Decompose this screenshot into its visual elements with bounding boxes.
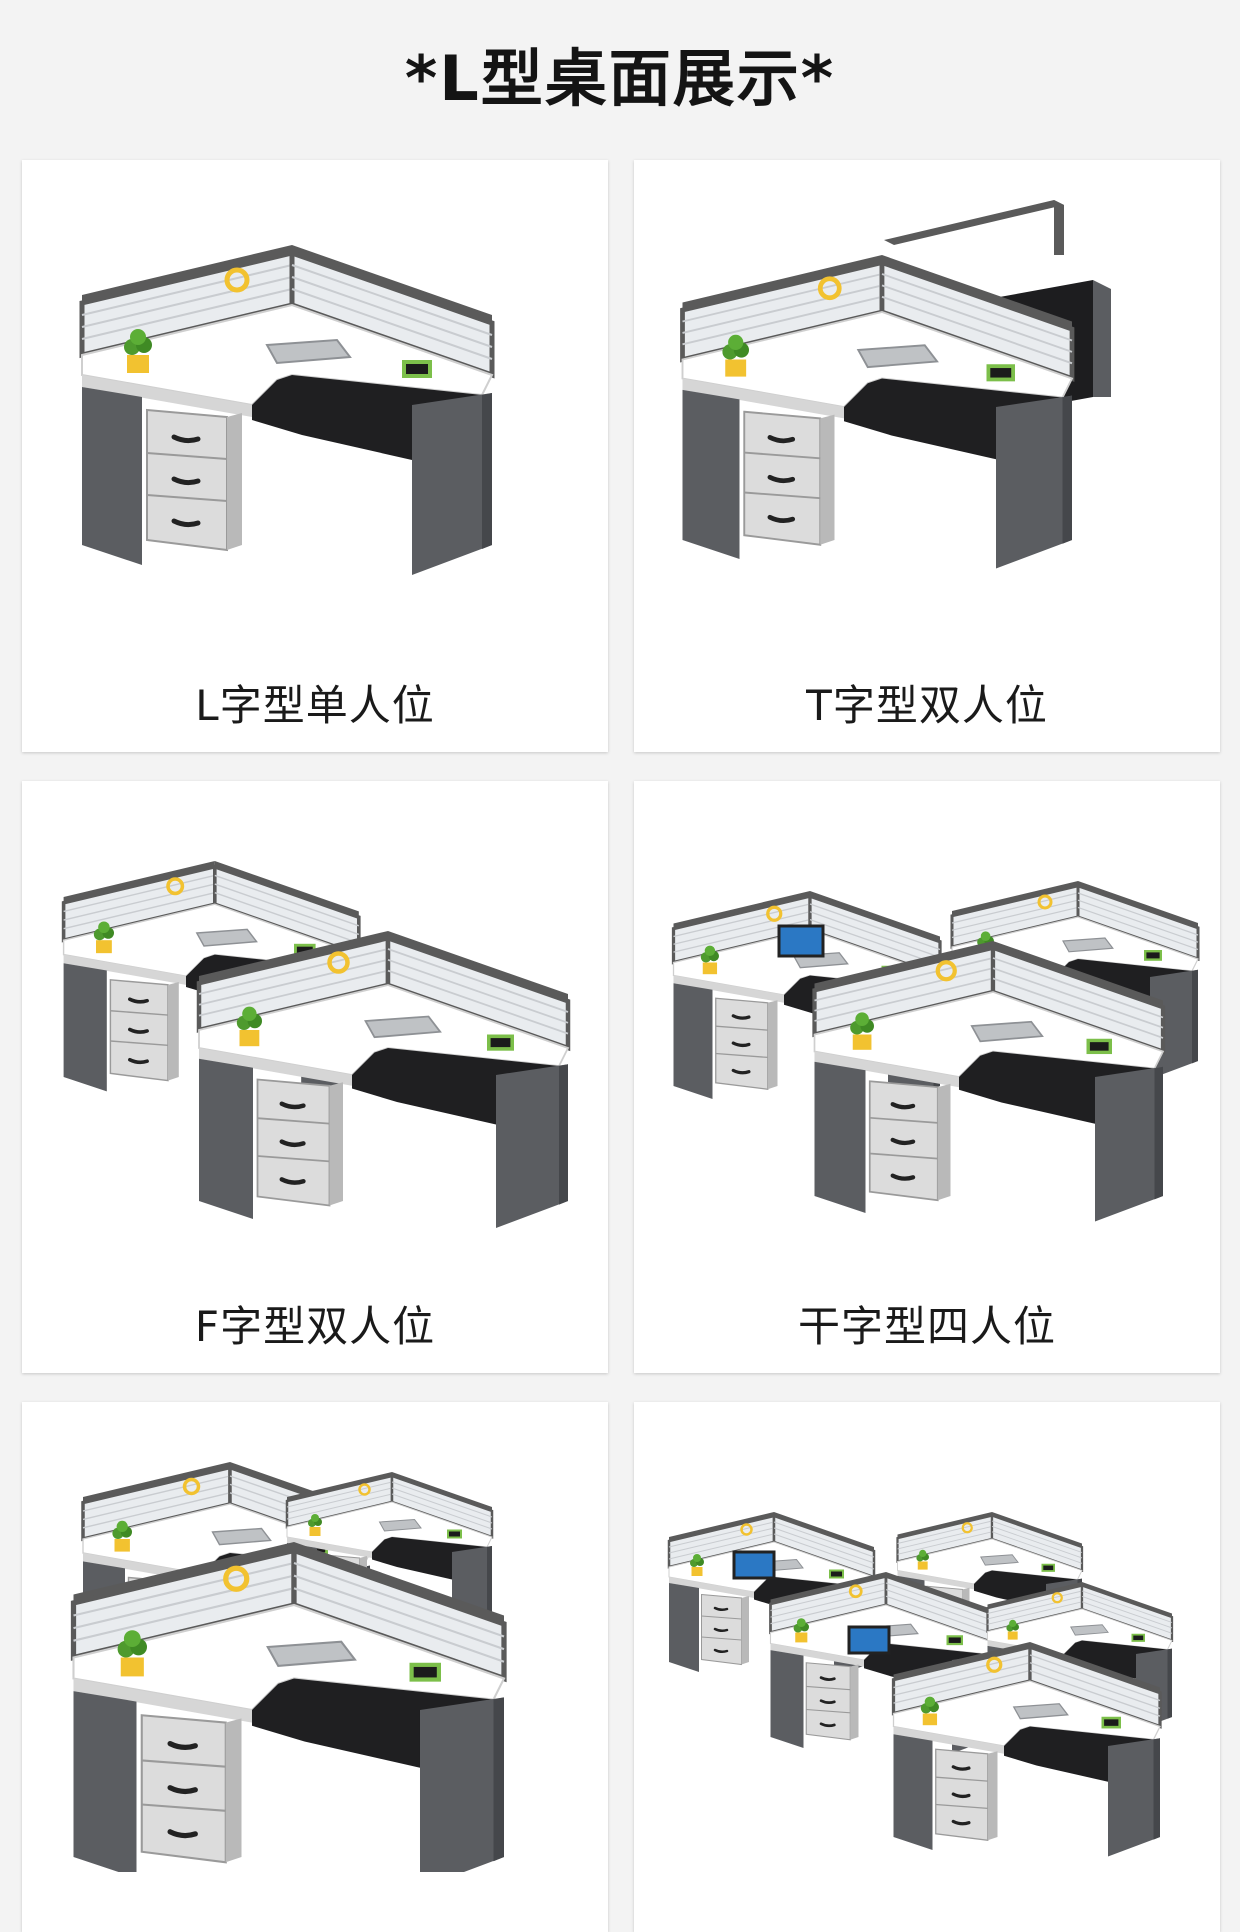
f-shape-double-desk-image [61,859,608,1251]
l-shape-single-desk-image [22,160,608,630]
product-card-f-double[interactable]: F字型双人位 [22,781,608,1373]
product-card-six-person[interactable] [634,1402,1220,1932]
gan-shape-four-person-desk-image [671,879,1200,1251]
product-card-gan-four[interactable]: 干字型四人位 [634,781,1220,1373]
product-card-t-double[interactable]: T字型双人位 [634,160,1220,752]
card-label: T字型双人位 [806,681,1048,730]
t-shape-double-desk-image [634,200,1111,630]
product-card-cross-four[interactable] [22,1402,608,1932]
card-label: F字型双人位 [194,1302,436,1351]
page-title: *L型桌面展示* [404,42,836,115]
card-label: 干字型四人位 [797,1302,1056,1351]
cross-shape-four-person-desk-image [22,1460,608,1872]
card-label: L字型单人位 [195,681,435,730]
product-card-l-single[interactable]: L字型单人位 [22,160,608,752]
six-person-workstation-image [667,1510,1174,1859]
